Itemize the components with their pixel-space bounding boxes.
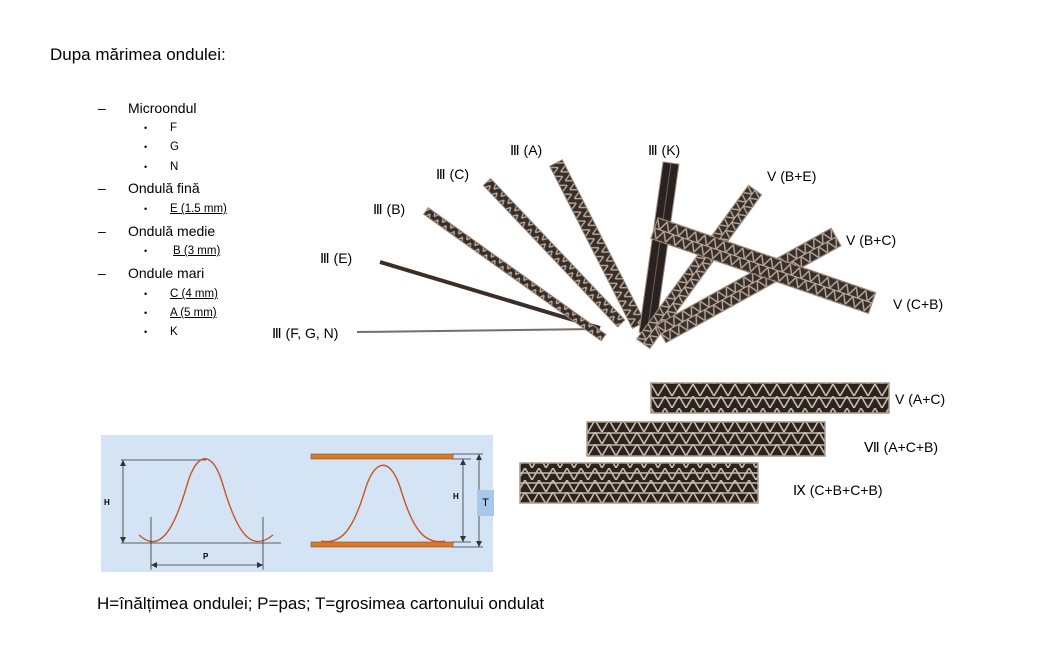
list-subitem: •K: [144, 326, 178, 338]
dash-bullet: –: [98, 265, 106, 281]
label-bc: V (B+C): [846, 232, 897, 248]
board-be: [636, 184, 763, 350]
subitem-text: N: [170, 161, 179, 173]
bullet-icon: •: [144, 162, 148, 172]
dash-bullet: –: [98, 223, 106, 239]
list-subitem: •F: [144, 122, 178, 134]
subitem-text: K: [170, 326, 178, 338]
dash-bullet: –: [98, 100, 106, 116]
bullet-icon: •: [144, 289, 148, 299]
p-label: P: [203, 552, 209, 561]
subitem-text: E (1.5 mm): [170, 203, 227, 215]
bullet-icon: •: [144, 204, 148, 214]
list-subitem: •G: [144, 141, 179, 153]
board-ac: [650, 382, 890, 414]
subitem-text: A (5 mm): [170, 307, 217, 319]
board-cbcb: [519, 462, 759, 504]
subitem-text: F: [170, 122, 178, 134]
list-label: Ondule mari: [128, 265, 205, 281]
list-label: Microondul: [128, 100, 197, 116]
list-item-ondula-medie: – Ondulă medie: [98, 223, 216, 239]
list-subitem: • A (5 mm): [144, 307, 217, 319]
page-title: Dupa mărimea ondulei:: [50, 45, 226, 64]
h-label: H: [104, 498, 110, 507]
list-item-ondula-fina: – Ondulă fină: [98, 180, 200, 196]
label-c: Ⅲ (C): [436, 166, 469, 182]
board-a: [549, 159, 646, 330]
bullet-icon: •: [144, 327, 148, 337]
label-a: Ⅲ (A): [510, 142, 543, 158]
bullet-icon: •: [144, 246, 148, 256]
label-cb: V (C+B): [893, 296, 944, 312]
board-e: [379, 260, 601, 330]
subitem-text: B (3 mm): [173, 245, 221, 257]
t-label: T: [477, 490, 494, 516]
label-k: Ⅲ (K): [648, 142, 681, 158]
list-subitem: • B (3 mm): [144, 245, 221, 257]
subitem-text: C (4 mm): [170, 288, 218, 300]
bullet-icon: •: [144, 308, 148, 318]
caption: H=înălțimea ondulei; P=pas; T=grosimea c…: [97, 594, 545, 613]
bullet-icon: •: [144, 123, 148, 133]
h2-label: H: [453, 492, 459, 501]
board-b: [422, 207, 607, 342]
label-ac: V (A+C): [895, 391, 946, 407]
board-bc: [655, 227, 842, 344]
label-acb: Ⅶ (A+C+B): [864, 439, 939, 455]
subitem-text: G: [170, 141, 179, 153]
label-be: V (B+E): [767, 168, 817, 184]
label-fgn: Ⅲ (F, G, N): [272, 325, 339, 341]
list-subitem: • C (4 mm): [144, 288, 218, 300]
list-label: Ondulă medie: [128, 223, 216, 239]
label-e: Ⅲ (E): [320, 250, 353, 266]
list-item-ondule-mari: – Ondule mari: [98, 265, 205, 281]
dash-bullet: –: [98, 180, 106, 196]
list-item-microondul: – Microondul: [98, 100, 197, 116]
board-cb: [650, 216, 877, 315]
list-label: Ondulă fină: [128, 180, 200, 196]
board-fgn: [356, 328, 599, 333]
bullet-icon: •: [144, 142, 148, 152]
board-acb: [586, 421, 826, 457]
wave-diagram-drawing: [120, 453, 483, 570]
list-subitem: •N: [144, 161, 179, 173]
label-b: Ⅲ (B): [373, 201, 406, 217]
list-subitem: • E (1.5 mm): [144, 203, 227, 215]
label-cbcb: Ⅸ (C+B+C+B): [793, 482, 883, 498]
board-c: [482, 177, 626, 328]
wave-diagram: H P H: [101, 435, 493, 572]
